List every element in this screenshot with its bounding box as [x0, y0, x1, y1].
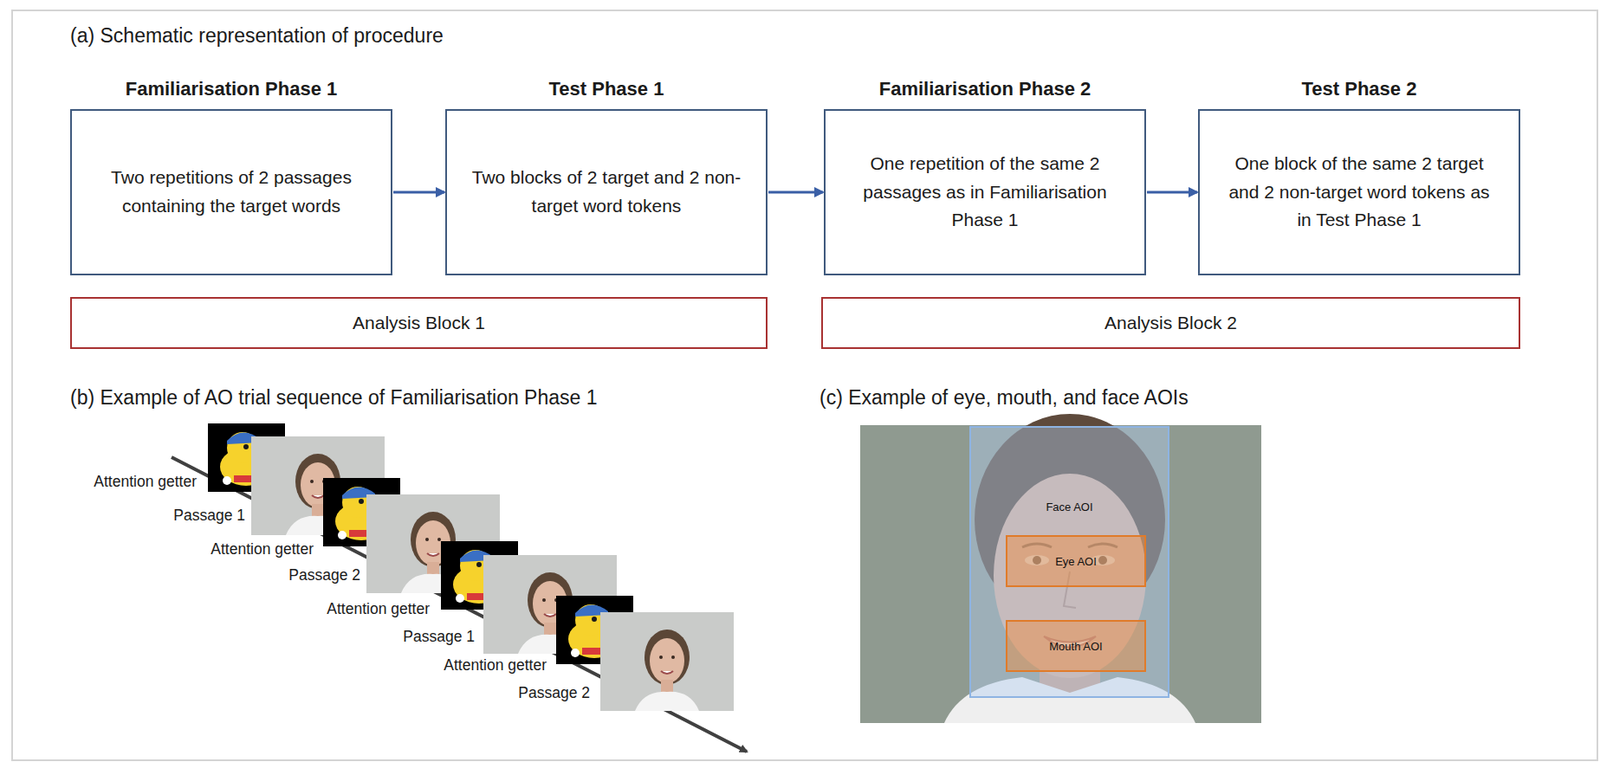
sequence-label: Passage 2 [288, 566, 361, 585]
sequence-label: Passage 2 [518, 684, 590, 703]
sequence-label: Attention getter [93, 472, 197, 492]
aoi-box: Eye AOI [1005, 535, 1147, 588]
phase-heading: Test Phase 2 [1182, 77, 1536, 101]
panel-label: (c) Example of eye, mouth, and face AOIs [819, 386, 1189, 410]
flow-arrow [1146, 191, 1198, 195]
sequence-label: Passage 1 [402, 628, 475, 647]
phase-box: Familiarisation Phase 2One repetition of… [823, 109, 1147, 276]
phase-heading: Test Phase 1 [429, 77, 784, 101]
panel-label: (a) Schematic representation of procedur… [70, 24, 444, 48]
phase-heading: Familiarisation Phase 2 [808, 77, 1162, 101]
aoi-label: Mouth AOI [1049, 640, 1102, 654]
face-aoi-box: Face AOI Eye AOI Mouth AOI [969, 426, 1170, 699]
sequence-label: Attention getter [210, 540, 314, 559]
phase-description: Two blocks of 2 target and 2 non-target … [467, 163, 745, 221]
sequence-label: Attention getter [326, 600, 430, 619]
sequence-label: Passage 1 [173, 506, 246, 525]
flow-arrow [768, 191, 823, 195]
phase-heading: Familiarisation Phase 1 [54, 77, 409, 101]
aoi-box: Mouth AOI [1005, 620, 1147, 673]
phase-description: Two repetitions of 2 passages containing… [92, 163, 370, 221]
aoi-label: Face AOI [971, 500, 1168, 514]
phase-box: Test Phase 1Two blocks of 2 target and 2… [445, 109, 768, 276]
analysis-block: Analysis Block 2 [821, 297, 1521, 350]
panel-label: (b) Example of AO trial sequence of Fami… [70, 386, 598, 410]
block-label: Analysis Block 1 [352, 312, 486, 334]
phase-description: One block of the same 2 target and 2 non… [1220, 149, 1498, 235]
phase-box: Test Phase 2One block of the same 2 targ… [1198, 109, 1521, 276]
sequence-label: Attention getter [443, 656, 547, 675]
phase-description: One repetition of the same 2 passages as… [846, 149, 1124, 235]
phase-box: Familiarisation Phase 1Two repetitions o… [70, 109, 393, 276]
flow-arrow [393, 191, 445, 195]
aoi-label: Eye AOI [1055, 555, 1097, 569]
block-label: Analysis Block 2 [1104, 312, 1238, 334]
analysis-block: Analysis Block 1 [70, 297, 768, 350]
